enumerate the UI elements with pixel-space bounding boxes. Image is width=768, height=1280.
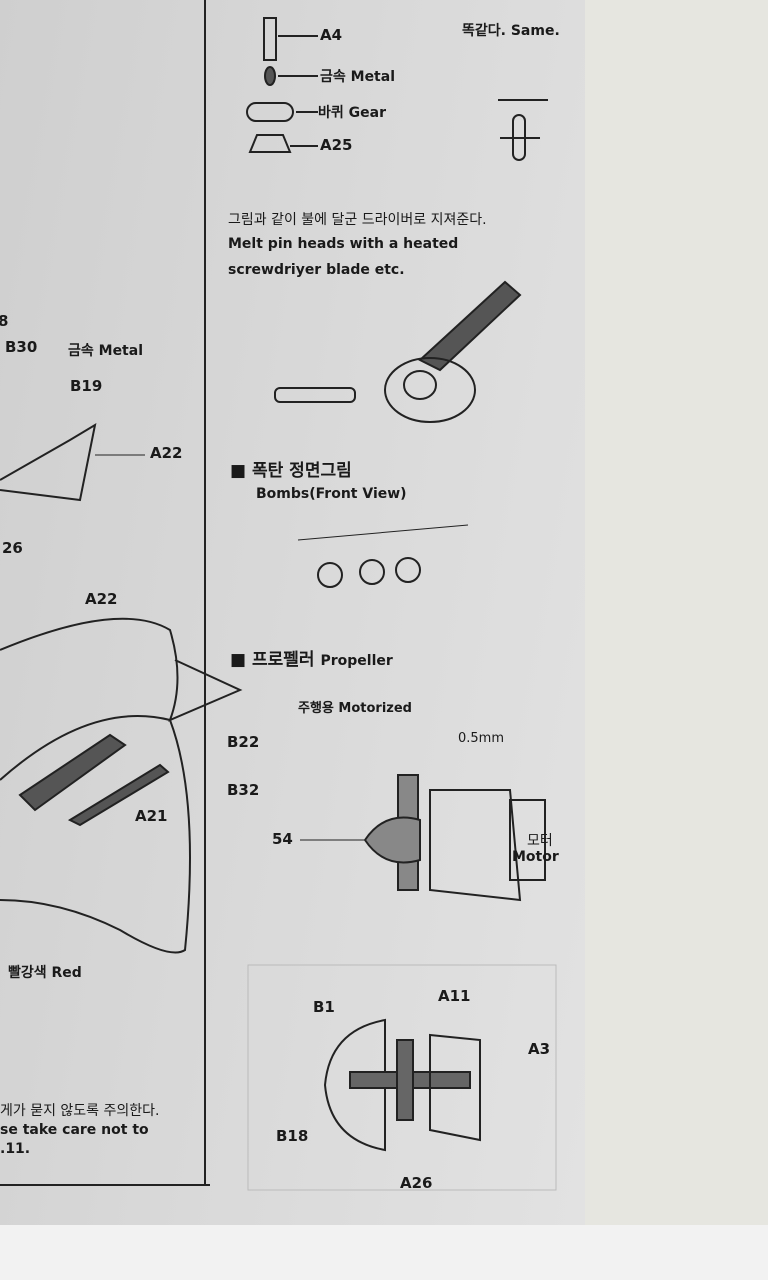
label-metal: 금속 Metal — [320, 69, 395, 85]
table-surface — [0, 1225, 768, 1280]
left-note-line2: .11. — [0, 1141, 31, 1157]
propeller-heading: ■ 프로펠러 Propeller — [230, 650, 393, 670]
a25-part — [248, 134, 292, 153]
bombs-korean: 폭탄 정면그림 — [251, 461, 352, 481]
label-left-metal: 금속 Metal — [68, 343, 143, 359]
label-54: 54 — [272, 830, 293, 848]
motor-english: Motor — [512, 849, 559, 865]
melt-note-line1: Melt pin heads with a heated — [228, 236, 459, 252]
label-b1: B1 — [313, 998, 335, 1016]
bombs-heading: ■ 폭탄 정면그림 — [230, 461, 352, 481]
label-a25: A25 — [320, 136, 353, 154]
label-b8: 8 — [0, 312, 9, 330]
label-red: 빨강색 Red — [8, 965, 82, 981]
label-same: 똑같다. Same. — [462, 23, 560, 39]
label-a3: A3 — [528, 1040, 551, 1058]
melt-note-line2: screwdriyer blade etc. — [228, 262, 405, 278]
bombs-english: Bombs(Front View) — [256, 486, 407, 502]
label-b32: B32 — [227, 781, 260, 799]
label-26: 26 — [2, 539, 23, 557]
label-a21: A21 — [135, 807, 168, 825]
motorized-label: 주행용 Motorized — [298, 701, 412, 716]
label-b30: B30 — [5, 338, 38, 356]
label-b19: B19 — [70, 377, 103, 395]
left-note-korean: 게가 묻지 않도록 주의한다. — [0, 1103, 160, 1119]
label-a26: A26 — [400, 1174, 433, 1192]
melt-note-korean: 그림과 같이 불에 달군 드라이버로 지져준다. — [228, 212, 487, 228]
strut-a4 — [263, 17, 277, 61]
propeller-english: Propeller — [320, 653, 393, 669]
left-note-line1: se take care not to — [0, 1122, 149, 1138]
propeller-korean: 프로펠러 — [251, 650, 315, 670]
gear-wheel — [246, 102, 294, 122]
instruction-sheet — [0, 0, 585, 1232]
label-a4: A4 — [320, 26, 343, 44]
gap-label: 0.5mm — [458, 731, 505, 746]
motor-korean: 모터 — [527, 833, 553, 849]
label-a22-mid: A22 — [85, 590, 118, 608]
label-a22-top: A22 — [150, 444, 183, 462]
label-a11: A11 — [438, 987, 471, 1005]
metal-pin — [264, 66, 276, 86]
label-b18: B18 — [276, 1127, 309, 1145]
label-gear: 바퀴 Gear — [318, 105, 386, 121]
wheel-drawing — [384, 357, 476, 423]
label-b22: B22 — [227, 733, 260, 751]
